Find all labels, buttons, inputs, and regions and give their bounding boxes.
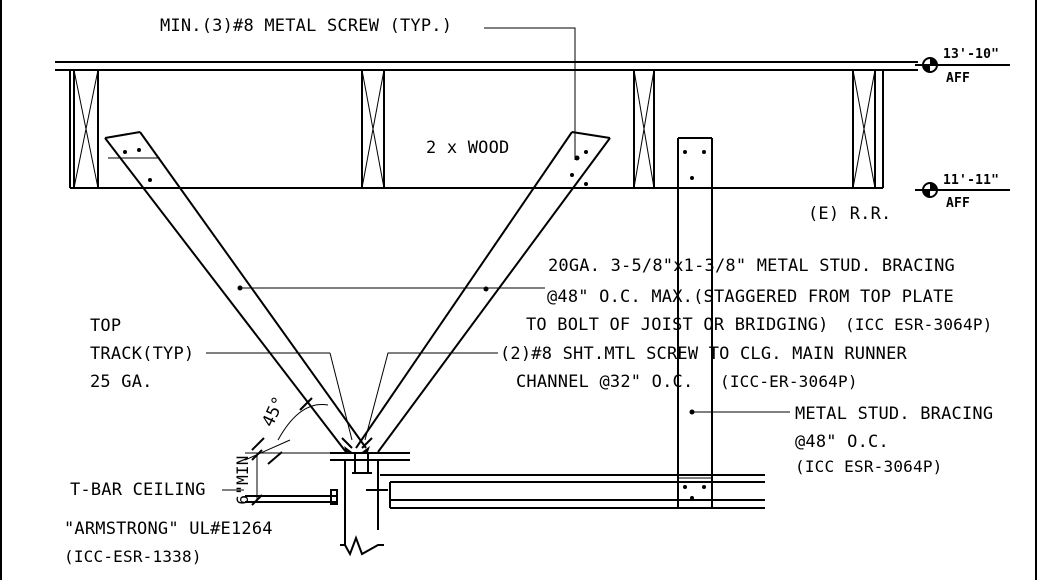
bracing-ref-label: (ICC ESR-3064P): [845, 315, 993, 334]
blocking-3: [633, 69, 655, 189]
bracing-label-line3: TO BOLT OF JOIST OR BRIDGING): [526, 315, 829, 335]
brace-connection-marks: [341, 437, 373, 452]
stud-bracing-ref-label: (ICC ESR-3064P): [795, 457, 943, 476]
blocking-2: [361, 69, 385, 189]
right-diagonal-brace: [355, 131, 611, 453]
left-diagonal-brace: [104, 131, 367, 453]
sht-screw-ref-label: (ICC-ER-3064P): [720, 372, 858, 391]
top-track-label-line2: TRACK(TYP): [90, 344, 194, 364]
elevation-bottom-unit: AFF: [946, 196, 970, 211]
sht-screw-label-line2: CHANNEL @32" O.C.: [516, 372, 693, 392]
armstrong-label: "ARMSTRONG" UL#E1264: [64, 519, 273, 539]
top-plate: [55, 61, 918, 71]
wood-joist: [69, 70, 884, 189]
angle-dimension: [244, 397, 329, 465]
top-track-label-line3: 25 GA.: [90, 372, 153, 392]
ceiling-lines: [245, 474, 765, 509]
min-dimension: [245, 449, 330, 506]
bracing-label-line2: @48" O.C. MAX.(STAGGERED FROM TOP PLATE: [547, 287, 954, 307]
min-screw-label: MIN.(3)#8 METAL SCREW (TYP.): [160, 16, 452, 36]
blocking-4: [852, 69, 876, 189]
armstrong-ref-label: (ICC-ESR-1338): [64, 547, 202, 566]
angle-label: 45°: [258, 393, 289, 430]
elevation-marker-top: [915, 57, 1010, 73]
stud-bracing-label-line1: METAL STUD. BRACING: [795, 404, 993, 424]
elevation-top-label: 13'-10": [943, 47, 999, 62]
min-dimension-label: 6"MIN: [233, 455, 252, 504]
elevation-top-unit: AFF: [946, 71, 970, 86]
stud-bracing-label-line2: @48" O.C.: [795, 432, 889, 452]
wood-label: 2 x WOOD: [426, 138, 509, 158]
elevation-marker-bottom: [915, 182, 1010, 198]
elevation-bottom-label: 11'-11": [943, 173, 999, 188]
tbar-label: T-BAR CEILING: [70, 480, 206, 500]
existing-rr-label: (E) R.R.: [808, 204, 891, 224]
main-runner-channel: [330, 452, 410, 557]
leader-lines: [206, 27, 790, 491]
bracing-label-line1: 20GA. 3-5/8"x1-3/8" METAL STUD. BRACING: [548, 256, 955, 276]
top-track-label-line1: TOP: [90, 316, 121, 336]
blocking-1: [73, 69, 99, 189]
sht-screw-label-line1: (2)#8 SHT.MTL SCREW TO CLG. MAIN RUNNER: [500, 344, 908, 364]
